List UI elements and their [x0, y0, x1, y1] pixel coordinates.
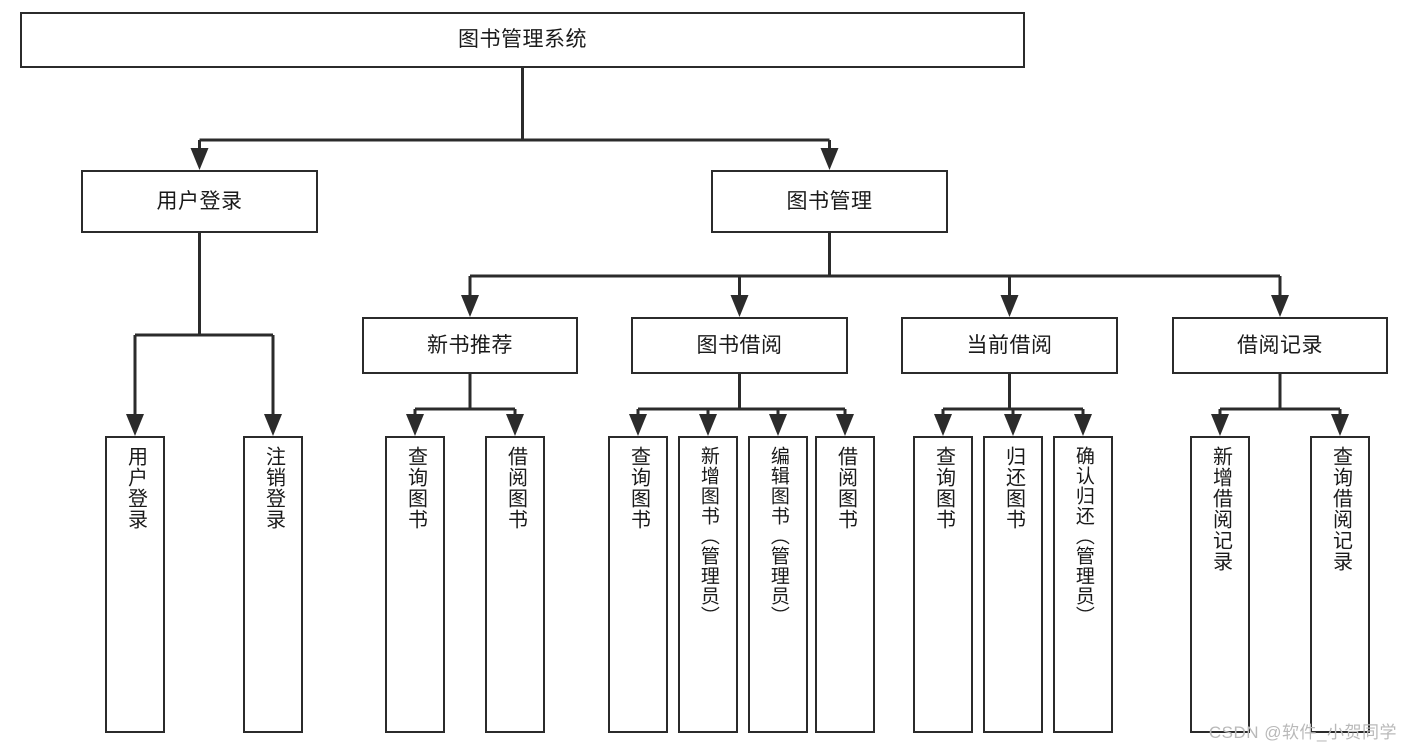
node-new-book-recommend[interactable]: 新书推荐: [362, 317, 578, 374]
node-leaf-confirm-return[interactable]: 确认归还（管理员）: [1053, 436, 1113, 733]
node-leaf-borrow-book-borrow-label: 借阅图书: [834, 446, 857, 530]
node-leaf-query-book-recommend-label: 查询图书: [404, 446, 427, 530]
node-current-borrow[interactable]: 当前借阅: [901, 317, 1118, 374]
node-leaf-query-book-recommend[interactable]: 查询图书: [385, 436, 445, 733]
node-leaf-user-login-label: 用户登录: [124, 446, 147, 530]
node-book-borrow-label: 图书借阅: [696, 333, 783, 357]
node-leaf-add-book-label: 新增图书（管理员）: [697, 446, 719, 626]
node-leaf-query-record-label: 查询借阅记录: [1329, 446, 1352, 572]
node-leaf-query-book-current-label: 查询图书: [932, 446, 955, 530]
node-leaf-query-book-borrow-label: 查询图书: [627, 446, 650, 530]
node-book-manage[interactable]: 图书管理: [711, 170, 948, 233]
node-leaf-add-record[interactable]: 新增借阅记录: [1190, 436, 1250, 733]
node-leaf-edit-book[interactable]: 编辑图书（管理员）: [748, 436, 808, 733]
node-borrow-record[interactable]: 借阅记录: [1172, 317, 1388, 374]
node-leaf-add-book[interactable]: 新增图书（管理员）: [678, 436, 738, 733]
node-leaf-user-login[interactable]: 用户登录: [105, 436, 165, 733]
node-leaf-query-record[interactable]: 查询借阅记录: [1310, 436, 1370, 733]
node-leaf-borrow-book-recommend[interactable]: 借阅图书: [485, 436, 545, 733]
node-borrow-record-label: 借阅记录: [1237, 333, 1323, 357]
node-leaf-logout-label: 注销登录: [262, 446, 285, 530]
node-leaf-edit-book-label: 编辑图书（管理员）: [767, 446, 789, 626]
node-root[interactable]: 图书管理系统: [20, 12, 1025, 68]
node-current-borrow-label: 当前借阅: [966, 333, 1053, 357]
node-user-login[interactable]: 用户登录: [81, 170, 318, 233]
node-book-manage-label: 图书管理: [786, 189, 873, 213]
node-user-login-label: 用户登录: [156, 189, 243, 213]
node-leaf-borrow-book-borrow[interactable]: 借阅图书: [815, 436, 875, 733]
node-new-book-recommend-label: 新书推荐: [427, 333, 513, 357]
node-leaf-confirm-return-label: 确认归还（管理员）: [1072, 446, 1094, 626]
node-leaf-query-book-borrow[interactable]: 查询图书: [608, 436, 668, 733]
node-book-borrow[interactable]: 图书借阅: [631, 317, 848, 374]
watermark-text: CSDN @软件_小贺同学: [1208, 723, 1397, 742]
node-leaf-return-book[interactable]: 归还图书: [983, 436, 1043, 733]
node-leaf-query-book-current[interactable]: 查询图书: [913, 436, 973, 733]
node-leaf-logout[interactable]: 注销登录: [243, 436, 303, 733]
node-root-label: 图书管理系统: [458, 28, 587, 52]
node-leaf-return-book-label: 归还图书: [1002, 446, 1025, 530]
node-leaf-add-record-label: 新增借阅记录: [1209, 446, 1232, 572]
node-leaf-borrow-book-recommend-label: 借阅图书: [504, 446, 527, 530]
